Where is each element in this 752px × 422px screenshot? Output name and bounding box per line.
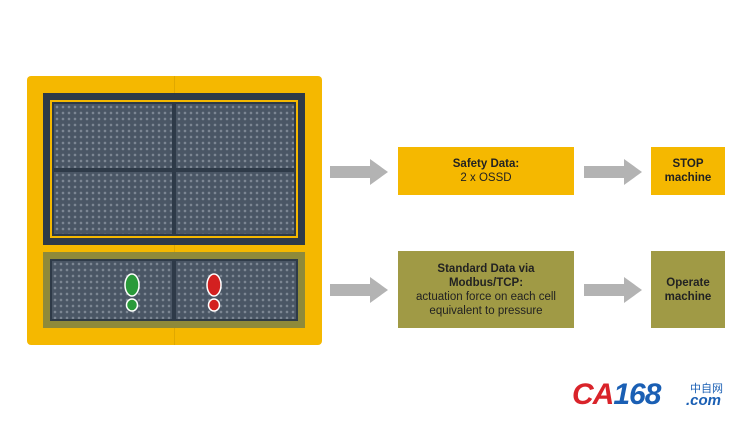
logo-chinese: 中自网	[690, 383, 723, 395]
mat-cell	[174, 102, 296, 170]
safety-data-title: Safety Data:	[452, 158, 520, 170]
standard-data-detail: equivalent to pressure	[429, 304, 543, 317]
mat-cell	[52, 102, 174, 170]
arrow-right-icon	[330, 277, 388, 303]
logo-com: .com	[686, 392, 722, 409]
arrow-right-icon	[584, 159, 642, 185]
operate-machine-label: machine	[664, 290, 712, 303]
operate-machine-box: Operate machine	[651, 251, 725, 328]
safety-data-box: Safety Data: 2 x OSSD	[398, 147, 574, 195]
logo-ca: CA	[572, 378, 614, 411]
logo-number: 168	[613, 378, 661, 411]
standard-data-protocol: Modbus/TCP:	[448, 276, 524, 289]
mat-cell	[52, 170, 174, 236]
mat-cell	[50, 259, 174, 321]
stop-machine-box: STOP machine	[651, 147, 725, 195]
mat-cell	[174, 170, 296, 236]
stop-label: STOP	[672, 158, 704, 170]
standard-data-box: Standard Data via Modbus/TCP: actuation …	[398, 251, 574, 328]
footprint-right-icon	[206, 273, 222, 312]
stop-machine-label: machine	[664, 172, 712, 184]
mat-cell	[174, 259, 298, 321]
footprint-left-icon	[124, 273, 140, 312]
safety-data-detail: 2 x OSSD	[460, 172, 512, 184]
operate-label: Operate	[666, 276, 710, 289]
standard-data-detail: actuation force on each cell	[415, 290, 556, 303]
ca168-logo: CA168	[572, 378, 661, 412]
arrow-right-icon	[584, 277, 642, 303]
arrow-right-icon	[330, 159, 388, 185]
standard-data-title: Standard Data via	[437, 262, 535, 275]
